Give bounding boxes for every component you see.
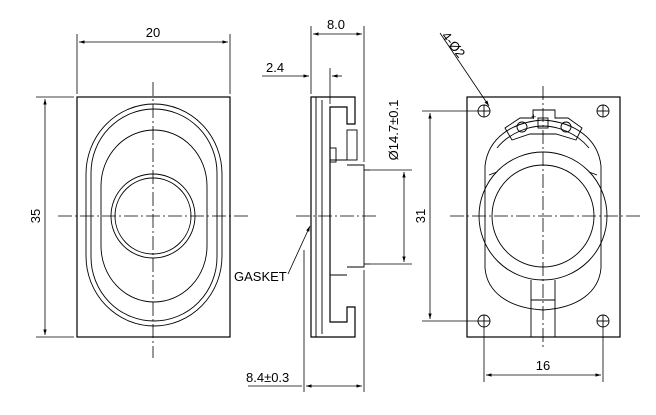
dim-holes: 4-Ø2 [439,29,490,107]
front-frame [76,96,231,338]
dim-hole-pitch-v: 31 [413,110,478,322]
dim-overall-depth: 8.4±0.3 [246,250,365,392]
dim-holes-label: 4-Ø2 [439,29,469,61]
rear-vent-channel [530,280,556,337]
svg-text:+: + [531,112,536,122]
terminal-right [560,121,572,133]
rear-frame [466,96,621,338]
dim-height-label: 35 [28,209,43,223]
rear-terminal-block [504,109,583,141]
dim-depth: 8.0 [310,17,365,162]
dim-flange-label: 2.4 [266,60,284,75]
dim-hole-pitch-h-label: 16 [536,358,550,373]
dim-depth-label: 8.0 [327,17,345,32]
dim-cone-dia: Ø14.7±0.1 [370,100,412,265]
front-view [58,82,248,358]
front-surround-outer [85,103,223,327]
side-terminal [346,129,358,161]
terminal-left [516,121,528,133]
dim-flange: 2.4 [262,60,342,104]
side-view [296,96,378,338]
side-frame [310,96,356,338]
dim-width: 20 [76,25,231,94]
front-surround-mid [90,108,218,322]
rear-view: + [450,86,640,350]
dim-overall-depth-label: 8.4±0.3 [246,370,289,385]
gasket-label: GASKET [234,269,287,284]
dim-hole-pitch-v-label: 31 [413,209,428,223]
dim-width-label: 20 [146,25,160,40]
dim-height: 35 [28,96,74,338]
dim-hole-pitch-h: 16 [483,327,604,382]
gasket-callout: GASKET [234,225,311,284]
rear-basket-outline [484,119,602,311]
dim-cone-dia-label: Ø14.7±0.1 [386,100,401,161]
